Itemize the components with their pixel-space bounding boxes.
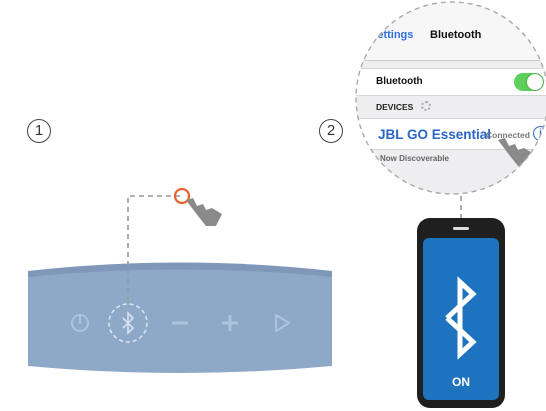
settings-screen: Settings Bluetooth Bluetooth DEVICES JBL… <box>356 2 546 194</box>
hand-cursor-icon <box>498 138 534 166</box>
tap-ring <box>173 187 191 205</box>
hand-cursor-icon <box>186 198 222 226</box>
bluetooth-button-highlight <box>108 303 148 343</box>
zoom-hand <box>498 138 534 166</box>
play-icon <box>274 313 291 333</box>
speaker-body <box>28 269 332 373</box>
plus-icon <box>222 315 238 331</box>
step-one-number: 1 <box>27 119 51 143</box>
phone-status-label: ON <box>452 375 470 389</box>
phone-screen: ON <box>423 238 499 400</box>
power-icon <box>71 314 89 332</box>
phone-earpiece <box>453 227 469 230</box>
settings-zoom: Settings Bluetooth Bluetooth DEVICES JBL… <box>356 2 546 194</box>
bluetooth-logo-icon <box>445 276 477 360</box>
phone: ON <box>417 218 505 408</box>
step-two-number: 2 <box>319 119 343 143</box>
bluetooth-icon <box>122 311 135 335</box>
